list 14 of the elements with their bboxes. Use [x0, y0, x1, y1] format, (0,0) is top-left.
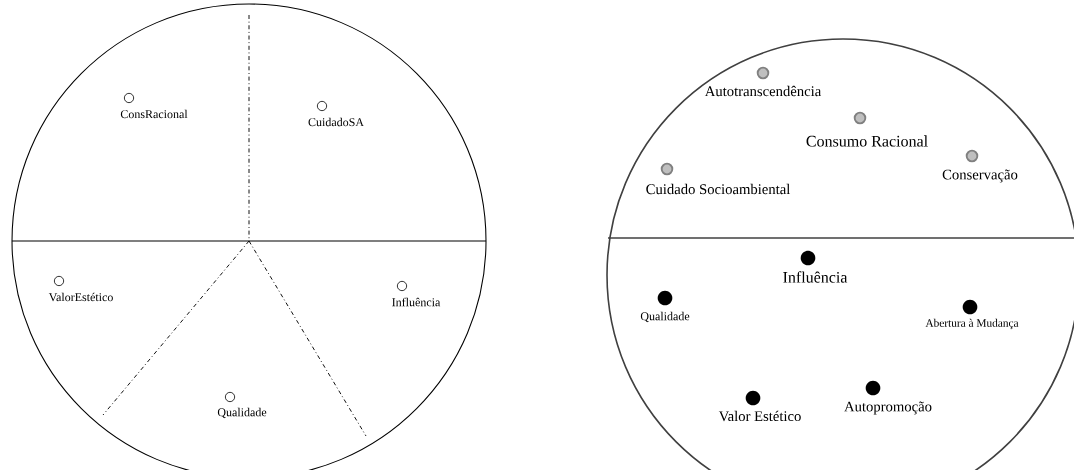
point-label: Abertura à Mudança [925, 318, 1019, 330]
point-label: Autotranscendência [704, 85, 822, 97]
point-label: Autopromoção [844, 401, 932, 415]
point-label: Consumo Racional [806, 135, 928, 147]
point-label: CuidadoSA [308, 117, 364, 127]
point-label: ConsRacional [120, 109, 188, 119]
point-label: ValorEstético [48, 292, 113, 302]
point-label: Cuidado Socioambiental [646, 183, 791, 195]
point-label: Influência [392, 297, 441, 307]
point-label: Conservação [942, 169, 1018, 183]
point-label: Qualidade [217, 407, 267, 419]
point-label: Valor Estético [718, 410, 801, 422]
point-label: Qualidade [640, 311, 690, 323]
point-label: Influência [783, 271, 848, 283]
